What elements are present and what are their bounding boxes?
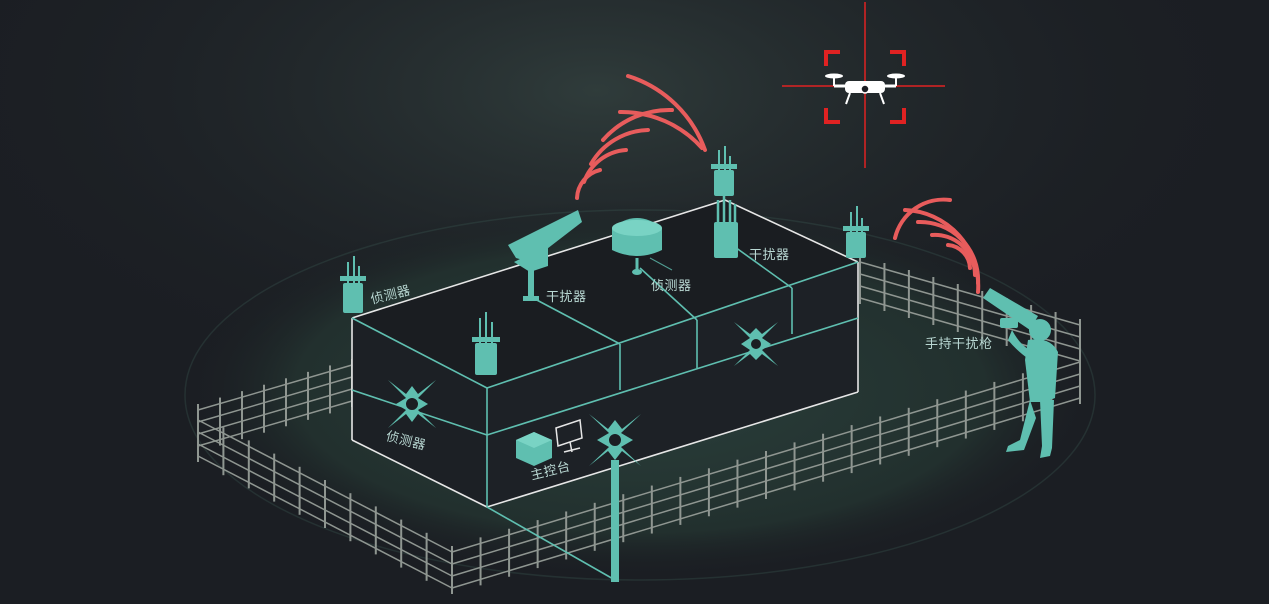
jammer-signal-waves [575,74,707,200]
jammer-cannon-icon [508,210,582,301]
tower-detector-icon [340,256,366,313]
radar-label: 侦测器 [651,279,692,294]
monitor-icon [555,418,583,453]
jammer-antenna-icon [714,196,738,258]
shuriken-detector-icon [589,414,641,466]
handheld-gun-label: 手持干扰枪 [925,337,993,352]
drone-target-reticle [782,2,945,168]
tower-detector-icon [472,312,500,375]
handheld-jammer-icon [983,288,1058,458]
jammer-label-right: 干扰器 [749,248,790,263]
jammer-label-cannon: 干扰器 [546,290,587,305]
shuriken-detector-icon [734,322,778,366]
gun-signal-waves [893,197,981,294]
radar-dish-icon [612,218,662,275]
drone-icon [825,73,905,105]
console-icon [516,432,552,466]
shuriken-detector-icon [388,380,436,428]
tower-detector-icon [843,206,869,258]
tower-detector-icon [711,146,737,196]
